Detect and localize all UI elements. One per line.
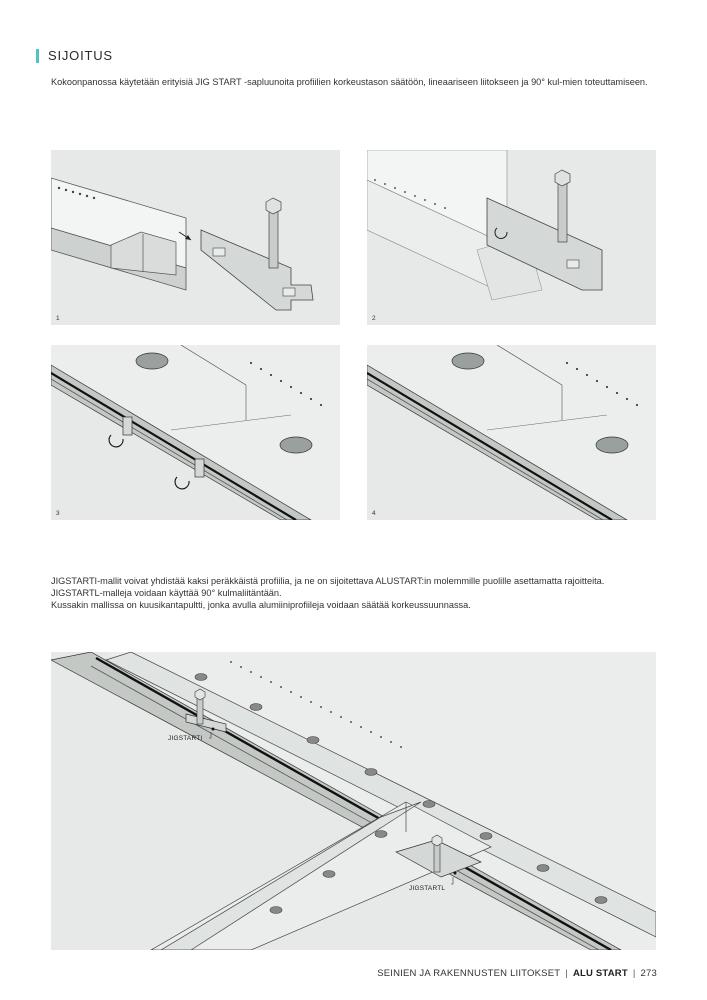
figure-2-number: 2 [372,315,376,322]
page-footer: SEINIEN JA RAKENNUSTEN LIITOKSET|ALU STA… [377,968,657,979]
assembly-figure: JIGSTARTI JIGSTARTL [51,652,656,950]
body-paragraph: JIGSTARTL-malleja voidaan käyttää 90° ku… [51,588,282,598]
footer-page-number: 273 [640,968,657,979]
intro-paragraph: Kokoonpanossa käytetään erityisiä JIG ST… [51,77,648,87]
figure-4-illustration [367,345,656,520]
figure-2-illustration [367,150,603,301]
figure-1-number: 1 [56,315,60,322]
section-heading: SIJOITUS [36,48,113,63]
section-title: SIJOITUS [48,48,113,63]
assembly-illustration [51,652,656,950]
figure-3-number: 3 [56,510,60,517]
figure-1: 1 [51,150,340,325]
callout-jigstart-i: JIGSTARTI [168,735,203,742]
figure-2: 2 [367,150,656,325]
figure-1-illustration [51,177,314,311]
figure-4-number: 4 [372,510,376,517]
figure-3: 3 [51,345,340,520]
body-paragraph: Kussakin mallissa on kuusikantapultti, j… [51,600,471,610]
figure-4: 4 [367,345,656,520]
footer-chapter: SEINIEN JA RAKENNUSTEN LIITOKSET [377,968,561,979]
callout-jigstart-l: JIGSTARTL [409,885,446,892]
heading-accent-bar [36,48,39,63]
body-text: JIGSTARTI-mallit voivat yhdistää kaksi p… [51,575,663,611]
footer-product: ALU START [572,968,628,979]
figure-3-illustration [51,345,340,520]
body-paragraph: JIGSTARTI-mallit voivat yhdistää kaksi p… [51,576,605,586]
